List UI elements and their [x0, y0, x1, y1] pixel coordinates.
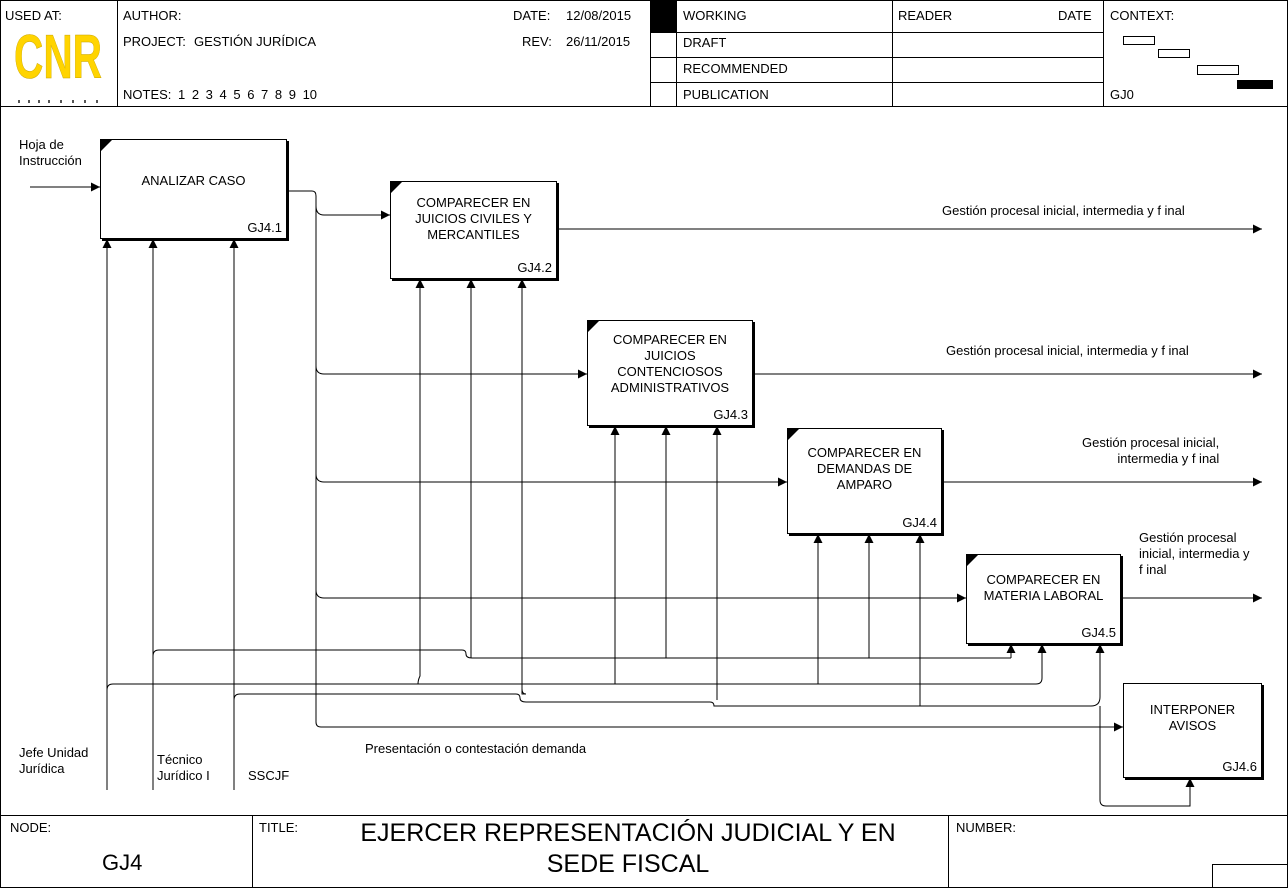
notes-value: 1 2 3 4 5 6 7 8 9 10	[178, 87, 318, 102]
sscjf-bus	[233, 644, 1105, 707]
gj44-output-label: Gestión procesal inicial, intermedia y f…	[1082, 435, 1220, 466]
bottom-flow-label: Presentación o contestación demanda	[365, 741, 587, 756]
project-label: PROJECT:	[123, 34, 186, 49]
box-number: GJ4.4	[902, 515, 937, 530]
status-draft: DRAFT	[683, 35, 727, 50]
mech-to-gj46	[1099, 706, 1195, 807]
box-number: GJ4.1	[247, 220, 282, 235]
box-label: COMPARECER EN DEMANDAS DE AMPARO	[807, 445, 922, 492]
box-corner-mark	[788, 429, 799, 440]
box-number: GJ4.6	[1222, 759, 1257, 774]
context-thumbnail	[1123, 36, 1273, 89]
box-corner-mark	[967, 555, 978, 566]
mechanism-jefe-label: Jefe Unidad Jurídica	[19, 745, 89, 776]
node-value: GJ4	[102, 850, 143, 875]
analizar-output-trunk	[287, 190, 322, 728]
author-label: AUTHOR:	[123, 8, 182, 23]
gj45-output-label: Gestión procesal inicial, intermedia y f…	[1139, 530, 1250, 577]
cnr-logo: CNR	[14, 23, 102, 103]
rev-label: REV:	[522, 34, 552, 49]
date-label: DATE:	[513, 8, 551, 23]
number-label: NUMBER:	[956, 820, 1016, 835]
status-publication: PUBLICATION	[683, 87, 769, 102]
mech-to-gj42-c	[517, 279, 527, 695]
branch-to-gj42	[315, 205, 390, 220]
box-corner-mark	[588, 321, 599, 332]
box-label: ANALIZAR CASO	[141, 173, 246, 188]
notes-label: NOTES:	[123, 87, 172, 102]
gj42-output-label: Gestión procesal inicial, intermedia y f…	[942, 203, 1185, 218]
box-label: COMPARECER EN JUICIOS CIVILES Y MERCANTI…	[415, 195, 532, 242]
tecnico-bus	[152, 649, 1011, 659]
project-value: GESTIÓN JURÍDICA	[194, 34, 317, 49]
jefe-bus	[106, 644, 1047, 691]
reader-label: READER	[898, 8, 953, 23]
working-status-marker	[651, 1, 676, 32]
mech-to-gj42-a	[415, 279, 425, 685]
activity-box-gj41: ANALIZAR CASO GJ4.1	[100, 139, 287, 239]
box-number: GJ4.3	[713, 407, 748, 422]
title-label: TITLE:	[259, 820, 299, 835]
svg-text:CNR: CNR	[14, 23, 102, 92]
box-number: GJ4.2	[517, 260, 552, 275]
gj43-output-label: Gestión procesal inicial, intermedia y f…	[946, 343, 1189, 358]
branch-to-gj43	[315, 365, 587, 379]
box-corner-mark	[391, 182, 402, 193]
activity-box-gj45: COMPARECER EN MATERIA LABORAL GJ4.5	[966, 554, 1121, 644]
node-label: NODE:	[10, 820, 52, 835]
activity-box-gj42: COMPARECER EN JUICIOS CIVILES Y MERCANTI…	[390, 181, 557, 279]
box-number: GJ4.5	[1081, 625, 1116, 640]
input-label: Hoja de Instrucción	[19, 137, 82, 168]
status-recommended: RECOMMENDED	[683, 61, 788, 76]
activity-box-gj43: COMPARECER EN JUICIOS CONTENCIOSOS ADMIN…	[587, 320, 753, 426]
mechanism-tecnico-label: Técnico Jurídico I	[157, 752, 210, 783]
status-working: WORKING	[683, 8, 747, 23]
date-value: 12/08/2015	[566, 8, 632, 23]
context-node: GJ0	[1110, 87, 1134, 102]
branch-to-gj45	[315, 589, 966, 603]
box-label: INTERPONER AVISOS	[1149, 702, 1236, 733]
rev-value: 26/11/2015	[566, 34, 631, 49]
box-label: COMPARECER EN MATERIA LABORAL	[983, 572, 1104, 603]
reader-date-label: DATE	[1058, 8, 1092, 23]
activity-box-gj44: COMPARECER EN DEMANDAS DE AMPARO GJ4.4	[787, 428, 942, 534]
activity-box-gj46: INTERPONER AVISOS GJ4.6	[1123, 683, 1262, 778]
diagram-title: EJERCER REPRESENTACIÓN JUDICIAL Y EN SED…	[360, 819, 896, 878]
box-corner-mark	[101, 140, 112, 151]
branch-to-gj44	[315, 473, 787, 487]
mechanism-sscjf-label: SSCJF	[248, 768, 290, 783]
used-at-label: USED AT:	[5, 8, 62, 23]
box-label: COMPARECER EN JUICIOS CONTENCIOSOS ADMIN…	[610, 332, 730, 395]
context-label: CONTEXT:	[1110, 8, 1175, 23]
